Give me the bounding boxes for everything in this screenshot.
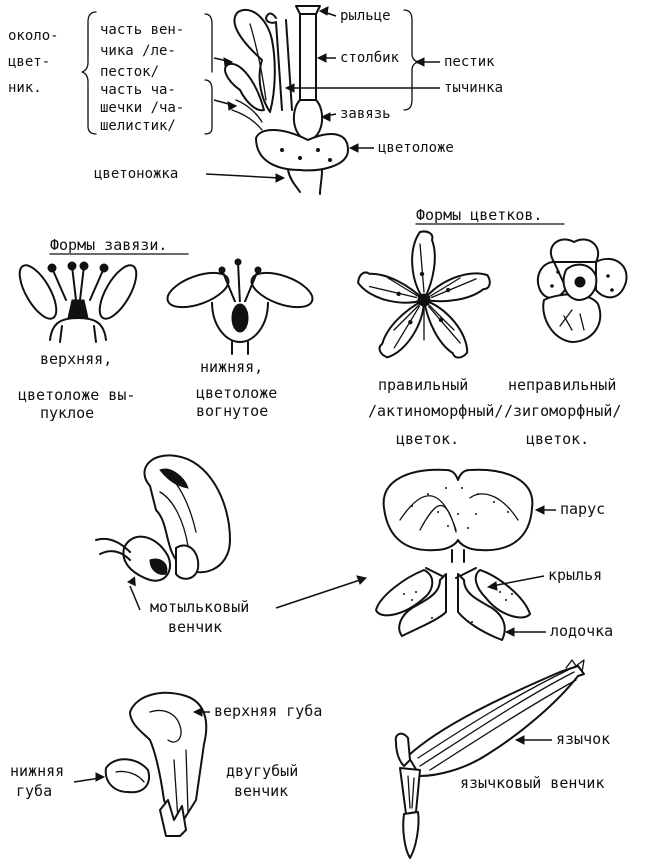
sail-drawing	[382, 468, 534, 552]
wings-label: крылья	[548, 566, 602, 584]
sepal-drawing	[224, 62, 265, 112]
butterfly-corolla-label-2: венчик	[168, 618, 222, 636]
corolla-arrow-left	[129, 585, 141, 611]
corolla-part-label-3: песток/	[100, 64, 159, 80]
upper-lip-label: верхняя губа	[214, 702, 322, 720]
regular-label-2: /актиноморфный/	[368, 402, 503, 420]
superior-ovary-drawing	[18, 261, 138, 343]
wing-right-drawing	[474, 569, 531, 619]
ovary-label: завязь	[340, 106, 391, 122]
inferior-label-1: нижняя,	[200, 358, 263, 376]
bilabiate-flower-drawing	[104, 691, 208, 837]
perianth-label-2: цвет-	[8, 54, 50, 70]
receptacle-label: цветоложе	[378, 140, 454, 156]
sweet-pea-flower-drawing	[95, 454, 231, 582]
pistil-brace	[403, 9, 419, 111]
superior-label-1: верхняя,	[40, 350, 112, 368]
calyx-bracket	[204, 79, 213, 135]
stigma-label: рыльце	[340, 8, 391, 24]
stamen-drawing	[265, 12, 283, 111]
calyx-part-label-3: шелистик/	[100, 118, 176, 134]
regular-label-1: правильный	[378, 376, 468, 394]
receptacle-drawing	[255, 129, 349, 172]
corolla-bracket	[204, 13, 213, 73]
ligulate-section: язычок язычковый венчик	[394, 659, 610, 859]
regular-label-3: цветок.	[396, 430, 459, 448]
lower-lip-label-2: губа	[16, 782, 52, 800]
inferior-label-2: цветоложе	[196, 384, 277, 402]
flower-forms-title: Формы цветков.	[416, 206, 542, 224]
zygomorphic-flower-drawing	[536, 238, 628, 343]
wing-left-drawing	[375, 569, 434, 617]
perianth-label-3: ник.	[8, 80, 42, 96]
lower-lip-drawing	[104, 758, 150, 794]
irregular-label-2: /зигоморфный/	[504, 402, 621, 420]
flower-forms: Формы цветков. правильный /актиноморфный…	[354, 206, 628, 448]
lower-lip-label-1: нижняя	[10, 762, 64, 780]
calyx-part-label-1: часть ча-	[100, 82, 176, 98]
corolla-part-label-1: часть вен-	[100, 22, 184, 38]
bilabiate-section: верхняя губа нижняя губа двугубый венчик	[10, 691, 322, 837]
petal-drawing	[233, 9, 276, 113]
corolla-arrow-right	[275, 579, 361, 609]
pedicel-drawing	[287, 169, 323, 195]
ligule-drawing	[407, 665, 585, 777]
irregular-label-1: неправильный	[508, 376, 616, 394]
actinomorphic-flower-drawing	[354, 230, 494, 364]
flower-section-drawing	[224, 5, 349, 195]
inferior-label-3: вогнутое	[196, 402, 268, 420]
stamen-label: тычинка	[444, 80, 503, 96]
bilabiate-corolla-label-1: двугубый	[226, 762, 298, 780]
ovary-forms-title: Формы завязи.	[50, 236, 167, 254]
pea-flower-parts-drawing	[375, 468, 534, 641]
flower-structure: около- цвет- ник. часть вен- чика /ле- п…	[8, 5, 503, 195]
superior-label-3: пуклое	[40, 404, 94, 422]
pistil-label: пестик	[444, 54, 495, 70]
sail-label: парус	[560, 500, 605, 518]
butterfly-corolla-label-1: мотыльковый	[150, 598, 249, 616]
style-label: столбик	[340, 50, 400, 66]
ovary-drawing	[292, 99, 324, 141]
bilabiate-corolla-label-2: венчик	[234, 782, 288, 800]
pedicel-label: цветоножка	[94, 166, 178, 182]
papilionaceous-section: мотыльковый венчик парус	[95, 454, 613, 641]
ovary-forms: Формы завязи. верхняя, цветоложе вы- пук…	[18, 236, 314, 422]
keel-label: лодочка	[550, 622, 613, 640]
keel-left-drawing	[398, 573, 447, 637]
ligulate-flower-drawing	[394, 659, 585, 859]
perianth-label-1: около-	[8, 28, 59, 44]
perianth-brace	[81, 11, 97, 135]
structure-arrows	[205, 6, 440, 183]
inferior-ovary-drawing	[166, 258, 314, 355]
ligulate-corolla-label: язычковый венчик	[460, 774, 605, 792]
ligule-label: язычок	[556, 730, 610, 748]
irregular-label-3: цветок.	[526, 430, 589, 448]
keel-right-drawing	[457, 573, 506, 641]
superior-label-2: цветоложе вы-	[18, 386, 135, 404]
corolla-part-label-2: чика /ле-	[100, 43, 176, 59]
stigma-drawing	[295, 5, 321, 15]
calyx-part-label-2: шечки /ча-	[100, 100, 184, 116]
